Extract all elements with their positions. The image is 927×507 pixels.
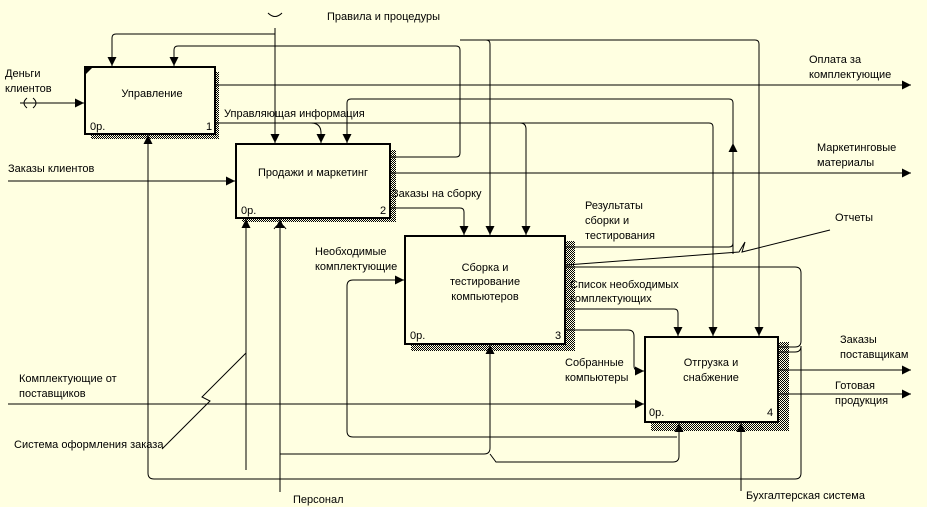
box-frame: [84, 66, 216, 135]
box-frame: [404, 235, 566, 345]
arrow-order-system: [161, 352, 247, 450]
box-management[interactable]: Управление 0р. 1: [84, 66, 219, 139]
box-frame: [235, 143, 391, 219]
box-title: Управление: [121, 88, 182, 100]
label-client-money-1: Деньги: [5, 68, 41, 80]
box-title-line-2: тестирование: [450, 276, 520, 288]
label-assembled-1: Собранные: [565, 357, 624, 369]
label-parts-list-2: комплектующих: [570, 293, 652, 305]
arrow-assembled: [566, 329, 644, 376]
box-number: 4: [767, 407, 773, 419]
box-sales-marketing[interactable]: Продажи и маркетинг 0р. 2: [235, 143, 396, 222]
label-assembly-orders: Заказы на сборку: [392, 188, 482, 200]
arrow-rules-to-shipping: [486, 39, 764, 336]
arrow-client-money-tunnel: [23, 97, 37, 109]
label-control-info: Управляющая информация: [224, 108, 365, 120]
arrow-parts-list: [566, 308, 683, 336]
arrow-control-info: [216, 122, 326, 143]
box-title-line-1: Сборка и: [462, 262, 509, 274]
arrow-assembly-orders: [391, 207, 469, 235]
box-cost: 0р.: [241, 205, 256, 217]
arrow-rules-to-assembly: [460, 39, 495, 235]
box-title: Продажи и маркетинг: [258, 167, 368, 179]
label-assembled-2: компьютеры: [565, 372, 628, 384]
label-results-1: Результаты: [585, 200, 643, 212]
box-title-line-2: снабжение: [683, 372, 739, 384]
arrow-rules-tunnel: [267, 12, 283, 17]
arrow-personnel-branch-2: [489, 423, 684, 463]
box-title-line-1: Отгрузка и: [684, 357, 739, 369]
box-assembly-testing[interactable]: Сборка и тестирование компьютеров 0р. 3: [404, 235, 575, 351]
label-rules: Правила и процедуры: [327, 11, 440, 23]
box-cost: 0р.: [649, 407, 664, 419]
label-parts-in-1: Комплектующие от: [19, 373, 117, 385]
label-order-system: Система оформления заказа: [14, 439, 164, 451]
label-marketing-2: материалы: [817, 157, 874, 169]
label-payment-1: Оплата за: [809, 54, 862, 66]
label-client-orders: Заказы клиентов: [8, 163, 95, 175]
box-title-line-3: компьютеров: [451, 291, 519, 303]
label-finished-1: Готовая: [835, 380, 875, 392]
box-number: 2: [380, 205, 386, 217]
box-frame: [644, 336, 779, 423]
box-number: 1: [206, 121, 212, 133]
arrow-results: [566, 143, 738, 248]
box-cost: 0р.: [90, 121, 105, 133]
label-needed-parts-1: Необходимые: [315, 246, 387, 258]
arrow-rules-branch: [107, 33, 275, 66]
arrow-bottom-return: [143, 135, 802, 480]
arrow-control-upper: [342, 98, 734, 254]
arrow-reports: [565, 229, 831, 266]
label-accounting: Бухгалтерская система: [746, 490, 866, 502]
box-corner-mark: [86, 68, 92, 74]
arrow-control-branch-right: [311, 122, 718, 336]
label-parts-in-2: поставщиков: [19, 388, 86, 400]
box-shipping-supply[interactable]: Отгрузка и снабжение 0р. 4: [644, 336, 789, 431]
arrow-personnel-branch: [280, 345, 495, 455]
label-payment-2: комплектующие: [809, 69, 891, 81]
arrow-control-branch-mid: [500, 122, 531, 235]
arrow-right-feedback: [566, 266, 802, 348]
box-number: 3: [555, 330, 561, 342]
label-marketing-1: Маркетинговые: [817, 142, 896, 154]
label-supplier-orders-1: Заказы: [840, 334, 877, 346]
label-results-2: сборки и: [585, 215, 629, 227]
label-parts-list-1: Список необходимых: [570, 279, 679, 291]
label-results-3: тестирования: [585, 230, 655, 242]
arrow-personnel-tunnel: [273, 224, 287, 230]
label-finished-2: продукция: [835, 395, 888, 407]
label-personnel: Персонал: [293, 494, 344, 506]
label-needed-parts-2: комплектующие: [315, 261, 397, 273]
arrow-needed-parts: [346, 275, 677, 438]
box-cost: 0р.: [410, 330, 425, 342]
label-reports: Отчеты: [835, 212, 873, 224]
label-client-money-2: клиентов: [5, 83, 52, 95]
label-supplier-orders-2: поставщикам: [840, 349, 908, 361]
arrow-feedback-loop: [169, 45, 461, 158]
